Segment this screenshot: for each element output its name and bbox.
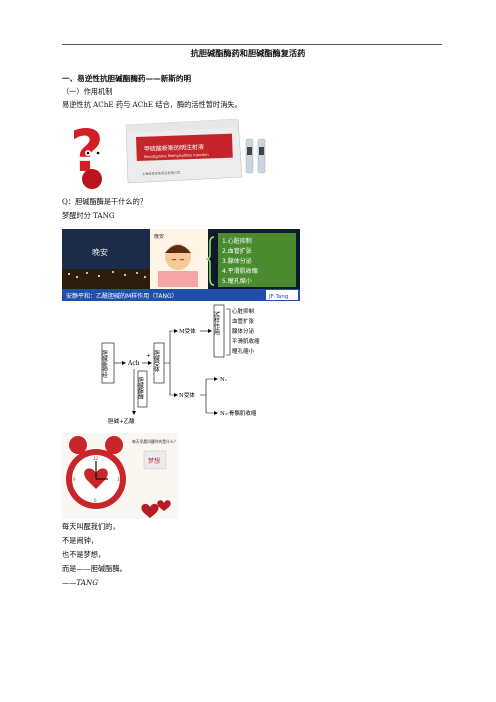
small-heart-icon xyxy=(141,503,159,518)
diagram-plus: + xyxy=(146,353,151,359)
night-banner-image: 晚安 晚安 1.心脏抑制 2.血管扩张 3.腺体分泌 4.平滑肌收缩 5.瞳孔缩… xyxy=(62,229,300,301)
diagram-ach: Ach xyxy=(127,360,140,367)
diagram-m-effect: M样作用 xyxy=(213,311,220,336)
banner-logo: JF·Tang xyxy=(268,294,288,300)
question-drug-image: ? 甲硫酸新斯的明注射液 Neostigmine Methylsulfate I… xyxy=(62,117,274,191)
diagram-m-receptor: M受体 xyxy=(179,327,196,335)
dream-line: 梦醒时分 TANG xyxy=(62,211,115,220)
alarm-clock-illustration: 12 3 6 9 每天早晨叫醒你的是什么？ 梦想 xyxy=(62,433,178,519)
svg-text:12: 12 xyxy=(93,456,99,461)
poem-line-2: 不是闹钟， xyxy=(62,536,98,545)
section-heading: 一、易逆性抗胆碱酯酶药——新斯的明 xyxy=(62,74,192,83)
drug-name-en: Neostigmine Methylsulfate Injection xyxy=(144,153,209,159)
drug-box-icon xyxy=(125,118,243,184)
poem-line-4: 而是——胆碱酯酶。 xyxy=(62,564,127,573)
banner-girl-label: 晚安 xyxy=(154,233,164,240)
banner-night-text: 晚安 xyxy=(92,247,108,257)
clock-bell-icon xyxy=(69,436,87,454)
banner-list-2: 2.血管扩张 xyxy=(222,247,252,255)
svg-text:6: 6 xyxy=(94,498,97,503)
document-title: 抗胆碱酯酶药和胆碱酯酶复活药 xyxy=(190,48,306,58)
diagram-m-list-1: 心脏抑制 xyxy=(232,307,255,315)
drug-name-cn: 甲硫酸新斯的明注射液 xyxy=(144,143,204,153)
diagram-products: 胆碱+乙酸 xyxy=(108,417,135,425)
night-banner: 晚安 晚安 1.心脏抑制 2.血管扩张 3.腺体分泌 4.平滑肌收缩 5.瞳孔缩… xyxy=(62,229,300,301)
ampoule-icon xyxy=(245,138,266,174)
banner-list-1: 1.心脏抑制 xyxy=(222,237,252,245)
bracket-icon xyxy=(205,236,215,286)
signature: ——TANG xyxy=(62,578,98,587)
alarm-clock-image: 12 3 6 9 每天早晨叫醒你的是什么？ 梦想 xyxy=(62,433,178,519)
drug-maker: 上海信谊金朱药业有限公司 xyxy=(142,170,180,176)
question-drug-illustration: ? 甲硫酸新斯的明注射液 Neostigmine Methylsulfate I… xyxy=(62,117,274,191)
diagram-m-list-5: 瞳孔缩小 xyxy=(232,347,255,355)
diagram-bind-label: 胆碱受体 xyxy=(153,350,160,374)
diagram-n2: N₂-骨骼肌收缩 xyxy=(220,409,257,417)
paragraph-mechanism: 易逆性抗 AChE 药与 AChE 结合，酶的活性暂时消失。 xyxy=(62,100,242,109)
svg-text:3: 3 xyxy=(117,477,120,482)
diagram-nerve: 胆碱能神经 xyxy=(101,350,108,378)
diagram-n1: N₁ xyxy=(220,377,227,383)
poem-line-3: 也不是梦想， xyxy=(62,550,106,559)
diagram-ache-label: 胆碱酯酶 xyxy=(137,377,144,401)
pathway-diagram: 胆碱能神经 Ach + 胆碱酯酶 胆碱+乙酸 胆碱受体 M受体 N受体 M样作用… xyxy=(101,304,260,425)
diagram-n-receptor: N受体 xyxy=(179,391,195,399)
banner-list-4: 4.平滑肌收缩 xyxy=(222,267,258,275)
question-dot-icon xyxy=(82,169,102,189)
poem-line-1: 每天叫醒我们的， xyxy=(62,522,120,531)
banner-list-5: 5.瞳孔缩小 xyxy=(222,277,252,285)
diagram-m-list-4: 平滑肌收缩 xyxy=(232,337,260,345)
clock-sub: 梦想 xyxy=(148,457,160,465)
header-rule xyxy=(62,44,442,45)
question-line: Q：胆碱酯酶是干什么的？ xyxy=(62,197,147,206)
banner-bottom-text: 安静平和：乙酰胆碱的M样作用（TANG） xyxy=(66,292,178,300)
banner-list-3: 3.腺体分泌 xyxy=(222,257,252,265)
diagram-m-list-3: 腺体分泌 xyxy=(232,327,255,335)
clock-caption: 每天早晨叫醒你的是什么？ xyxy=(132,439,178,444)
diagram-m-list-2: 血管扩张 xyxy=(232,317,255,325)
subheading: （一）作用机制 xyxy=(62,87,113,96)
svg-text:9: 9 xyxy=(73,477,76,482)
ach-pathway-diagram: 胆碱能神经 Ach + 胆碱酯酶 胆碱+乙酸 胆碱受体 M受体 N受体 M样作用… xyxy=(98,303,278,425)
